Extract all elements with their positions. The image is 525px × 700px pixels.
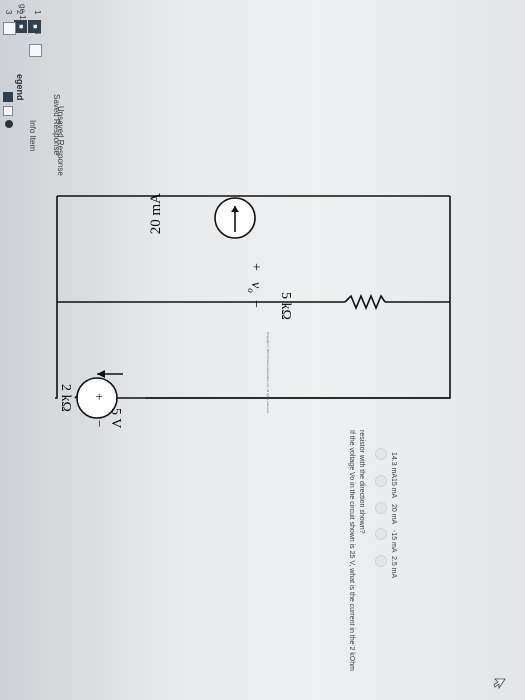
voltage-source-symbol bbox=[76, 377, 118, 419]
vo-subscript: o bbox=[246, 288, 257, 293]
legend-title: egend bbox=[15, 74, 25, 101]
option-radio-2[interactable] bbox=[375, 475, 387, 487]
unsaved-icon bbox=[3, 106, 13, 116]
option-label-4[interactable]: -15 mA bbox=[390, 530, 397, 553]
vo-minus: − bbox=[248, 300, 263, 308]
vo-plus: + bbox=[248, 263, 263, 271]
option-label-1[interactable]: 14.3 mA bbox=[390, 452, 397, 479]
option-label-2[interactable]: 15 mA bbox=[390, 478, 397, 499]
saved-icon bbox=[3, 92, 13, 102]
option-label-3[interactable]: 20 mA bbox=[390, 504, 397, 525]
current-source-symbol bbox=[214, 197, 256, 239]
unsaved-box-3[interactable] bbox=[3, 22, 16, 35]
source-current-label: 20 mA bbox=[148, 193, 164, 235]
resistor-5k-label: 5 kΩ bbox=[278, 292, 293, 320]
info-icon bbox=[5, 120, 13, 128]
resistor-2k-label: 2 kΩ bbox=[58, 384, 73, 412]
vs-minus: − bbox=[92, 420, 107, 428]
option-label-5[interactable]: 2.5 mA bbox=[390, 556, 397, 579]
question-line-1: If the voltage Vo in the circuit shown i… bbox=[348, 430, 355, 671]
mouse-cursor-icon bbox=[493, 678, 506, 690]
option-radio-5[interactable] bbox=[375, 555, 387, 567]
copyright-note: Copyright © 2012 Pearson Education, Inc.… bbox=[266, 332, 270, 414]
option-radio-3[interactable] bbox=[375, 502, 387, 514]
unsaved-box-4[interactable] bbox=[29, 44, 42, 57]
vo-label: vo bbox=[246, 282, 263, 293]
page-number-3[interactable]: 3 bbox=[4, 10, 13, 15]
legend-info: Info Item bbox=[28, 120, 37, 152]
option-radio-1[interactable] bbox=[375, 448, 387, 460]
page-number-1[interactable]: 1 bbox=[33, 10, 42, 15]
vs-plus: + bbox=[92, 393, 107, 401]
option-radio-4[interactable] bbox=[375, 528, 387, 540]
page-number-2[interactable]: 2 bbox=[15, 10, 24, 15]
question-line-2: resistor with the direction shown? bbox=[358, 430, 365, 534]
saved-box-2[interactable]: ■ bbox=[28, 20, 41, 33]
voltage-source-label: 5 V bbox=[108, 408, 123, 429]
circuit-diagram bbox=[55, 195, 451, 419]
